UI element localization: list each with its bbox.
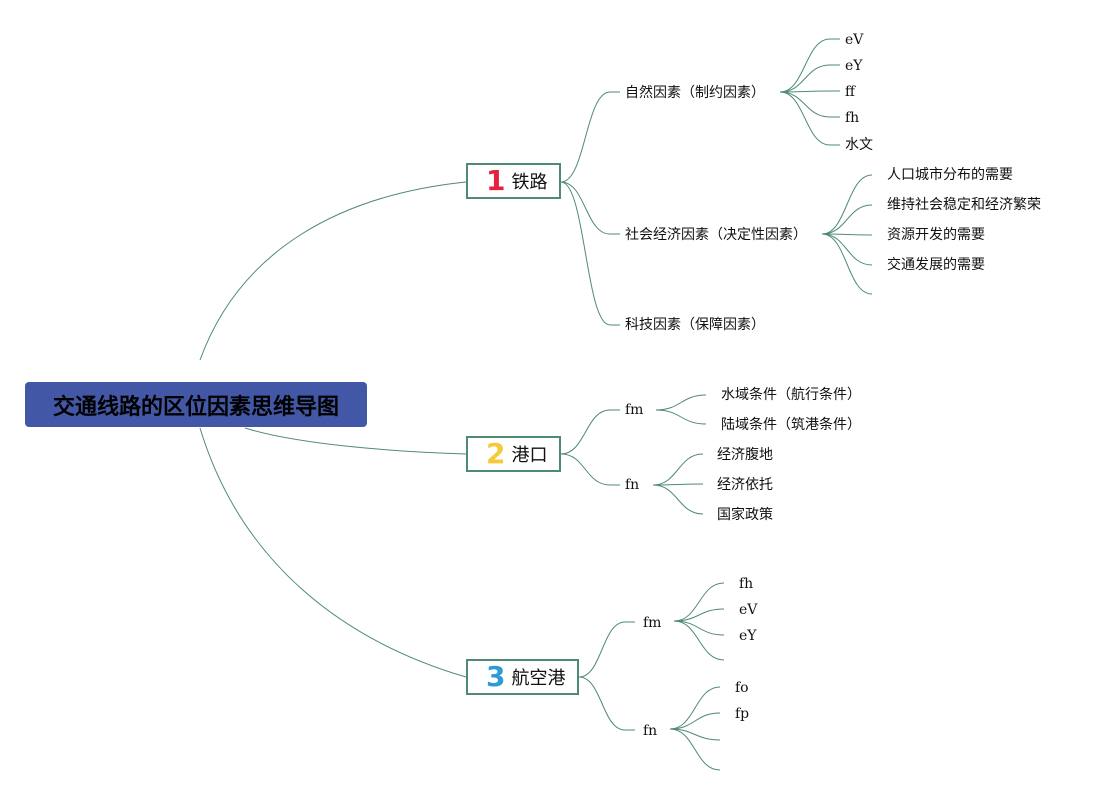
port-to-fm-line bbox=[560, 409, 620, 455]
airport-fn-item-line bbox=[669, 728, 721, 771]
railway-socio-item[interactable]: 交通发展的需要 bbox=[887, 257, 985, 273]
port-fm-item[interactable]: 水域条件（航行条件） bbox=[721, 387, 861, 403]
airport-fm-item-line bbox=[673, 620, 725, 636]
port-fn-item[interactable]: 国家政策 bbox=[717, 507, 773, 523]
root-to-port-line bbox=[244, 427, 467, 455]
port-fn-item[interactable]: 经济腹地 bbox=[717, 447, 773, 463]
airport-fm-item[interactable]: eY bbox=[739, 628, 757, 644]
port-fm-item[interactable]: 陆域条件（筑港条件） bbox=[721, 417, 861, 433]
airport-fm-item-line bbox=[673, 582, 725, 622]
railway-natural-item[interactable]: eV bbox=[845, 32, 864, 48]
airport-fm-item[interactable]: eV bbox=[739, 602, 758, 618]
number-3-badge: 3 bbox=[486, 660, 506, 693]
airport-fn-factor[interactable]: fn bbox=[643, 723, 658, 739]
root-to-airport-line bbox=[199, 427, 467, 678]
railway-to-socio-line bbox=[560, 181, 620, 235]
railway-natural-item[interactable]: eY bbox=[845, 58, 863, 74]
port-to-fn-line bbox=[560, 453, 620, 486]
branch-airport[interactable]: 3 航空港 bbox=[466, 659, 579, 695]
railway-socio-factor[interactable]: 社会经济因素（决定性因素） bbox=[625, 227, 807, 243]
port-fm-item-line bbox=[655, 394, 707, 411]
airport-fn-item-line bbox=[669, 686, 721, 730]
railway-to-natural-line bbox=[560, 91, 620, 183]
port-fn-item[interactable]: 经济依托 bbox=[717, 477, 773, 493]
branch-railway-label: 铁路 bbox=[511, 172, 548, 193]
airport-fm-item-line bbox=[673, 620, 725, 661]
root-node[interactable]: 交通线路的区位因素思维导图 bbox=[25, 382, 367, 427]
root-title: 交通线路的区位因素思维导图 bbox=[52, 394, 339, 420]
socio-item-line bbox=[821, 174, 873, 235]
number-2-badge: 2 bbox=[486, 437, 506, 470]
railway-tech-factor[interactable]: 科技因素（保障因素） bbox=[625, 317, 765, 333]
natural-item-line bbox=[779, 38, 840, 93]
natural-item-line bbox=[779, 64, 840, 93]
socio-item-line bbox=[821, 233, 873, 266]
airport-fn-item-line bbox=[669, 712, 721, 730]
airport-to-fn-line bbox=[578, 676, 635, 731]
branch-port[interactable]: 2 港口 bbox=[466, 436, 561, 472]
railway-socio-item[interactable]: 资源开发的需要 bbox=[887, 227, 985, 243]
railway-socio-item[interactable]: 人口城市分布的需要 bbox=[887, 167, 1013, 183]
port-fm-factor[interactable]: fm bbox=[625, 402, 644, 418]
port-fn-item-line bbox=[652, 453, 704, 486]
port-fm-item-line bbox=[655, 409, 707, 425]
socio-item-line bbox=[821, 204, 873, 235]
airport-fn-item[interactable]: fo bbox=[735, 680, 749, 696]
natural-item-line bbox=[779, 91, 840, 146]
railway-natural-item[interactable]: ff bbox=[845, 84, 855, 100]
socio-item-line bbox=[821, 233, 873, 236]
airport-fm-factor[interactable]: fm bbox=[643, 615, 662, 631]
railway-natural-item[interactable]: 水文 bbox=[845, 137, 873, 153]
branch-airport-label: 航空港 bbox=[511, 668, 566, 689]
number-1-badge: 1 bbox=[486, 164, 506, 197]
port-fn-item-line bbox=[652, 483, 704, 486]
railway-to-tech-line bbox=[560, 181, 620, 326]
airport-to-fm-line bbox=[578, 621, 635, 678]
root-to-railway-line bbox=[199, 181, 467, 361]
railway-socio-item[interactable]: 维持社会稳定和经济繁荣 bbox=[887, 197, 1041, 213]
port-fn-factor[interactable]: fn bbox=[625, 477, 640, 493]
natural-item-line bbox=[779, 91, 840, 118]
branch-railway[interactable]: 1 铁路 bbox=[466, 163, 561, 199]
natural-item-line bbox=[779, 90, 840, 93]
branch-port-label: 港口 bbox=[511, 445, 548, 466]
railway-natural-item[interactable]: fh bbox=[845, 110, 860, 126]
airport-fn-item[interactable]: fp bbox=[735, 706, 750, 722]
socio-item-line bbox=[821, 233, 873, 295]
port-fn-item-line bbox=[652, 484, 704, 515]
airport-fm-item-line bbox=[673, 608, 725, 622]
railway-natural-factor[interactable]: 自然因素（制约因素） bbox=[625, 85, 765, 101]
airport-fm-item[interactable]: fh bbox=[739, 576, 754, 592]
